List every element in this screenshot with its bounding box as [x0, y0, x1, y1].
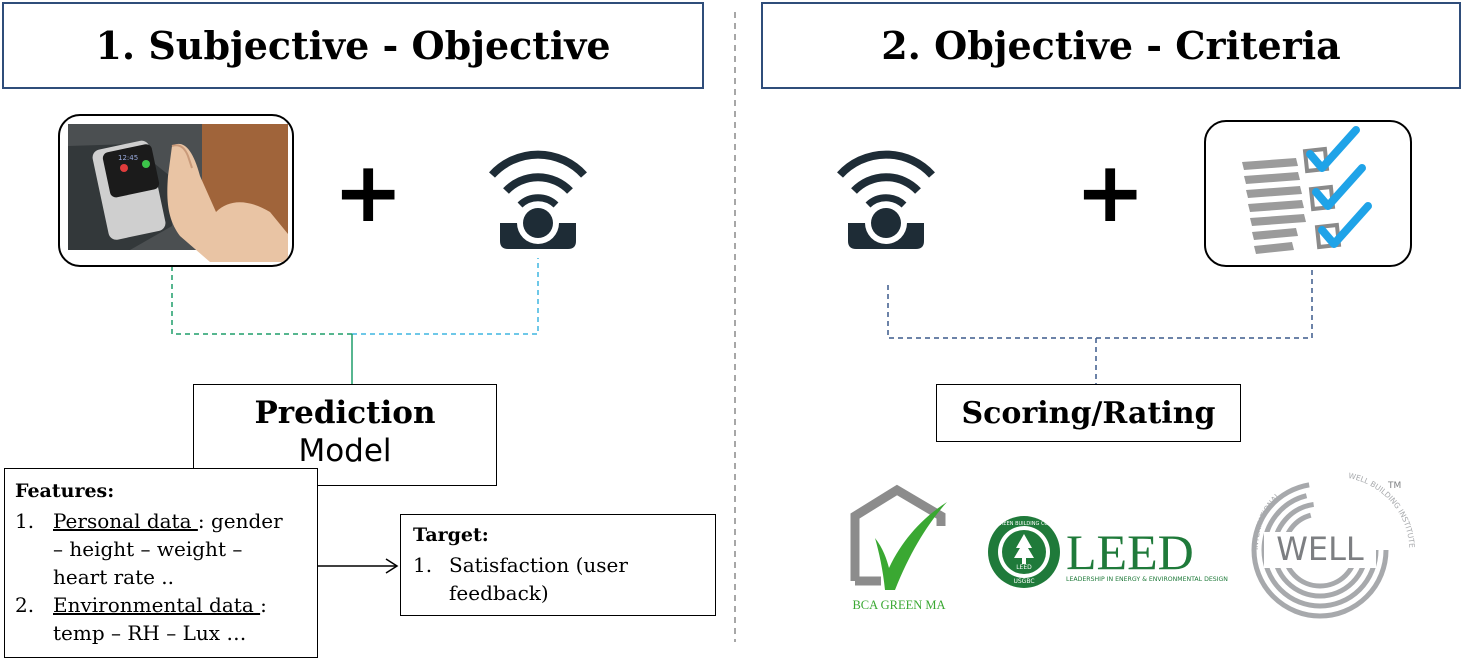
- right-plus: +: [1075, 143, 1146, 241]
- checklist-icon: [1242, 126, 1372, 254]
- target-item1-line2: feedback): [449, 581, 549, 605]
- left-section-title: 1. Subjective - Objective: [2, 2, 704, 89]
- features-item2-rest: :: [260, 593, 267, 617]
- right-sensor-icon: [837, 150, 935, 249]
- checklist-image-box: [1204, 120, 1412, 267]
- features-item2: 2. Environmental data :: [15, 591, 315, 619]
- target-item1-line1: Satisfaction (user: [449, 553, 628, 577]
- left-plus: +: [333, 143, 404, 241]
- right-title-text: 2. Objective - Criteria: [881, 23, 1341, 68]
- features-item2-line2: temp – RH – Lux …: [53, 621, 247, 645]
- smartwatch-image-box: 12:45: [58, 114, 294, 267]
- leed-logo: U.S. GREEN BUILDING COUNCIL LEED USGBC L…: [984, 516, 1228, 588]
- well-tm: TM: [1387, 481, 1401, 491]
- features-box: Features: 1. Personal data : gender – hei…: [4, 468, 318, 658]
- features-item2-label: Environmental data: [53, 593, 261, 617]
- target-item1-num: 1.: [413, 553, 433, 577]
- leed-tagline: LEADERSHIP IN ENERGY & ENVIRONMENTAL DES…: [1066, 576, 1228, 583]
- scoring-rating-label: Scoring/Rating: [961, 395, 1216, 431]
- target-item1: 1. Satisfaction (user: [413, 551, 628, 579]
- features-item1-num: 1.: [15, 509, 35, 533]
- target-box: Target: 1. Satisfaction (user feedback): [400, 514, 716, 616]
- prediction-model-line2: Model: [298, 433, 392, 469]
- target-heading: Target:: [413, 524, 489, 546]
- features-item2-num: 2.: [15, 593, 35, 617]
- features-item1: 1. Personal data : gender: [15, 507, 315, 535]
- features-item1-label: Personal data: [53, 509, 198, 533]
- prediction-model-line1: Prediction: [254, 395, 436, 431]
- scoring-rating-box: Scoring/Rating: [936, 384, 1241, 442]
- bca-green-mark-logo: BCA GREEN MA: [850, 484, 947, 612]
- leed-seal-text: LEED: [1016, 564, 1032, 571]
- svg-text:12:45: 12:45: [118, 154, 138, 162]
- left-sensor-icon: [489, 150, 587, 249]
- features-item1-rest: : gender: [197, 509, 283, 533]
- features-item1-line2: – height – weight –: [53, 537, 243, 561]
- right-section-title: 2. Objective - Criteria: [761, 2, 1461, 89]
- bca-logo-text: BCA GREEN MA: [852, 598, 945, 612]
- well-logo: WELL TM INTERNATIONAL WELL BUILDING INST…: [1251, 471, 1416, 619]
- leed-seal-ring-text: U.S. GREEN BUILDING COUNCIL: [984, 521, 1063, 527]
- left-title-text: 1. Subjective - Objective: [95, 23, 611, 68]
- leed-wordmark: LEED: [1066, 524, 1194, 580]
- smartwatch-hand-icon: 12:45: [68, 124, 288, 262]
- features-item1-line3: heart rate ..: [53, 565, 175, 589]
- features-heading: Features:: [15, 480, 115, 502]
- leed-seal-bottom-text: USGBC: [1013, 578, 1034, 585]
- well-wordmark: WELL: [1276, 530, 1364, 568]
- prediction-model-box: Prediction Model: [193, 384, 497, 486]
